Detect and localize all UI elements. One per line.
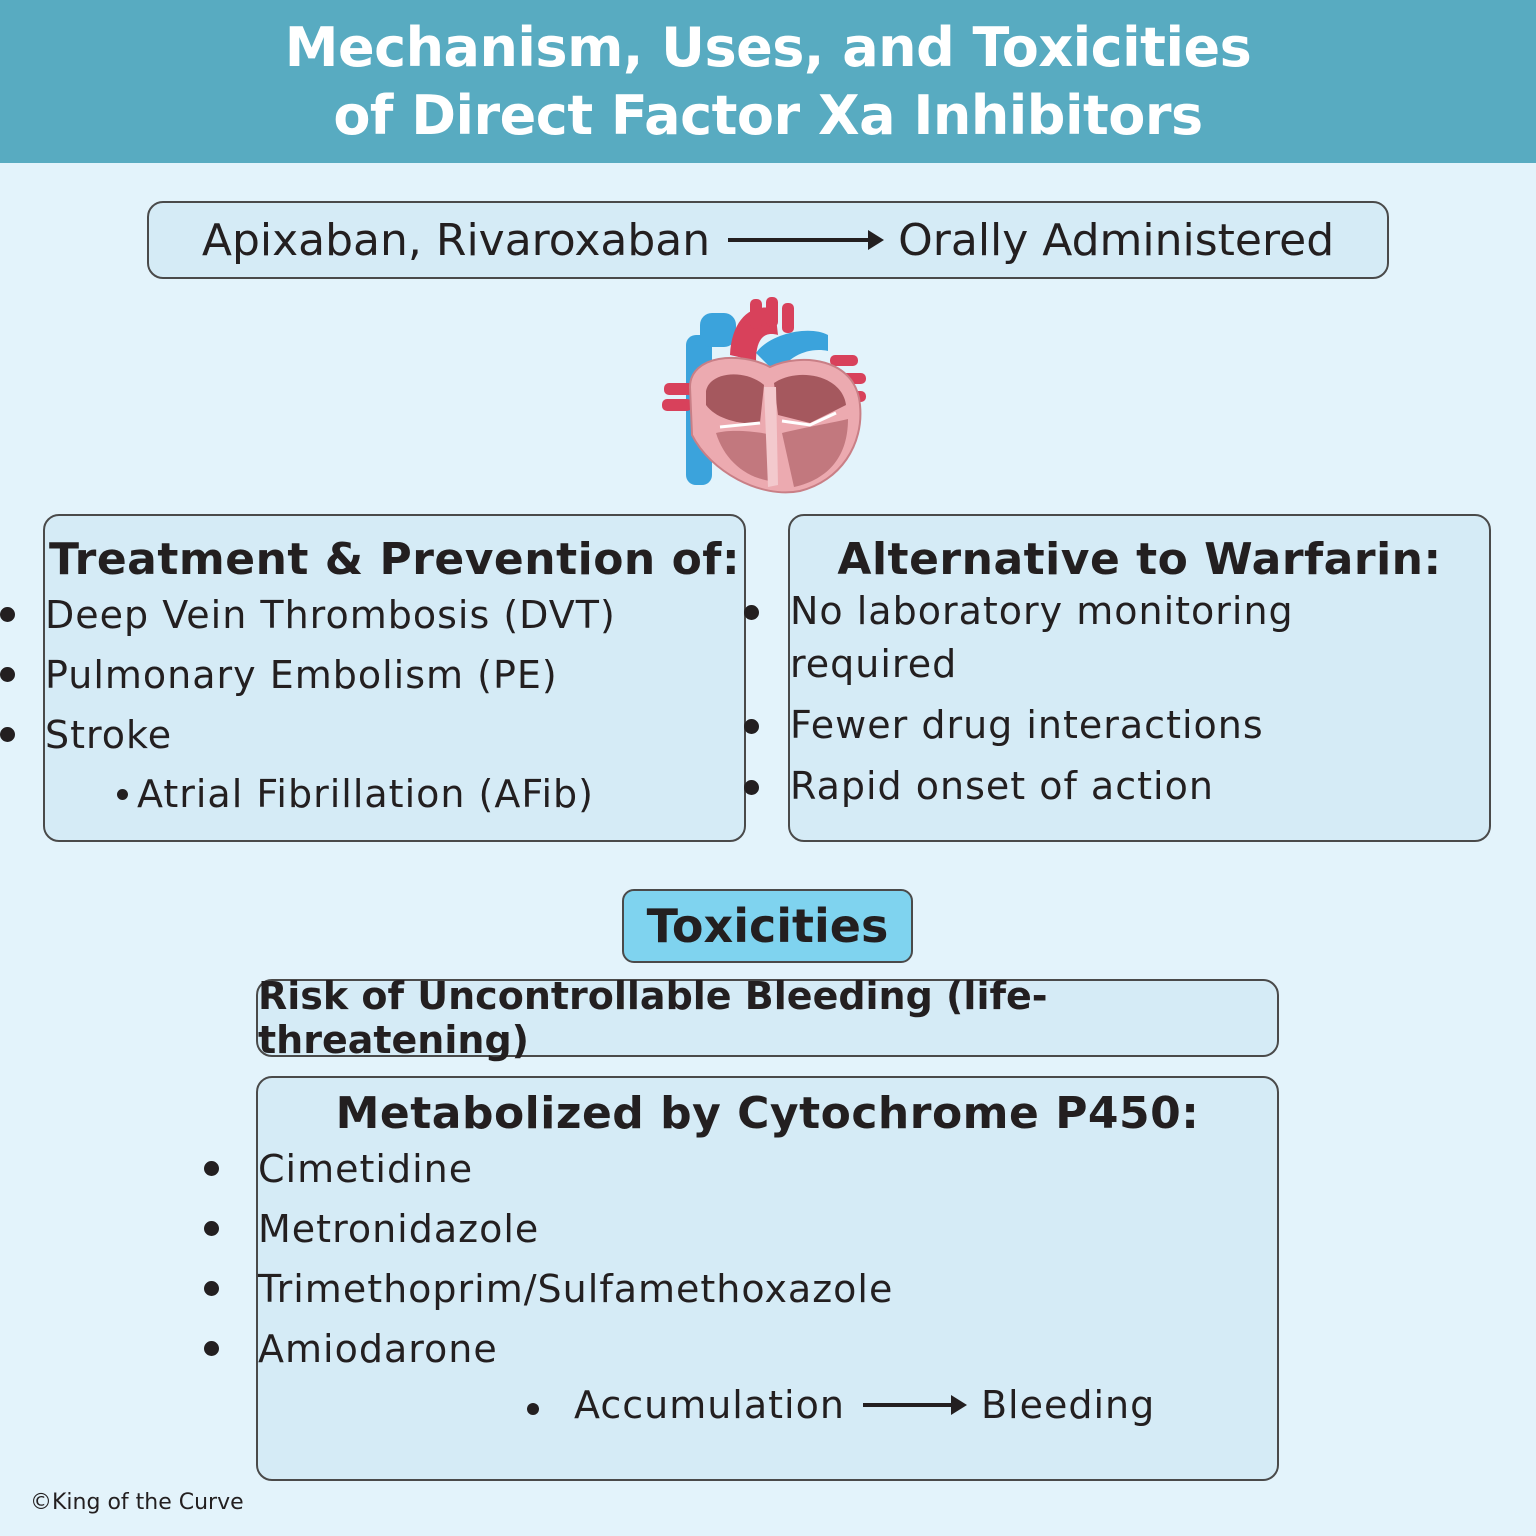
title-line-2: of Direct Factor Xa Inhibitors [333, 83, 1203, 147]
alternative-panel: Alternative to Warfarin: No laboratory m… [744, 514, 1491, 842]
consequence-to: Bleeding [980, 1383, 1156, 1427]
consequence-from: Accumulation [574, 1383, 845, 1427]
cyp450-title: Metabolized by Cytochrome P450: [335, 1088, 1200, 1139]
list-item: Amiodarone [204, 1319, 1277, 1379]
alternative-title: Alternative to Warfarin: [837, 534, 1442, 585]
list-item: Deep Vein Thrombosis (DVT) [0, 585, 744, 645]
title-line-1: Mechanism, Uses, and Toxicities [284, 15, 1252, 79]
drug-route-box: Apixaban, Rivaroxaban Orally Administere… [147, 201, 1389, 279]
route-label: Orally Administered [898, 214, 1335, 266]
list-item: Metronidazole [204, 1199, 1277, 1259]
list-item: Trimethoprim/Sulfamethoxazole [204, 1259, 1277, 1319]
accumulation-consequence: Accumulation Bleeding [527, 1383, 1277, 1427]
alternative-list: No laboratory monitoring required Fewer … [744, 585, 1489, 813]
list-item: Rapid onset of action [744, 760, 1489, 813]
uses-title: Treatment & Prevention of: [48, 534, 741, 585]
right-arrow-icon [862, 1395, 967, 1415]
right-arrow-icon [728, 230, 885, 250]
bleeding-risk-box: Risk of Uncontrollable Bleeding (life-th… [256, 974, 1279, 1062]
cyp450-list: Cimetidine Metronidazole Trimethoprim/Su… [204, 1139, 1277, 1379]
heart-illustration-icon [662, 297, 866, 494]
list-item: No laboratory monitoring required [744, 585, 1310, 691]
title-banner: Mechanism, Uses, and Toxicities of Direc… [0, 0, 1536, 163]
list-item: Cimetidine [204, 1139, 1277, 1199]
list-item: Fewer drug interactions [744, 699, 1489, 752]
list-item: Pulmonary Embolism (PE) [0, 645, 744, 705]
list-subitem: Atrial Fibrillation (AFib) [117, 765, 744, 823]
toxicities-badge: Toxicities [622, 889, 913, 963]
copyright-text: ©King of the Curve [30, 1490, 244, 1515]
drug-names: Apixaban, Rivaroxaban [201, 214, 711, 266]
list-item: Stroke [0, 705, 744, 765]
uses-list: Deep Vein Thrombosis (DVT) Pulmonary Emb… [0, 585, 744, 823]
uses-panel: Treatment & Prevention of: Deep Vein Thr… [0, 514, 746, 842]
bullet-icon [527, 1403, 539, 1415]
cyp450-panel: Metabolized by Cytochrome P450: Cimetidi… [204, 1076, 1279, 1481]
